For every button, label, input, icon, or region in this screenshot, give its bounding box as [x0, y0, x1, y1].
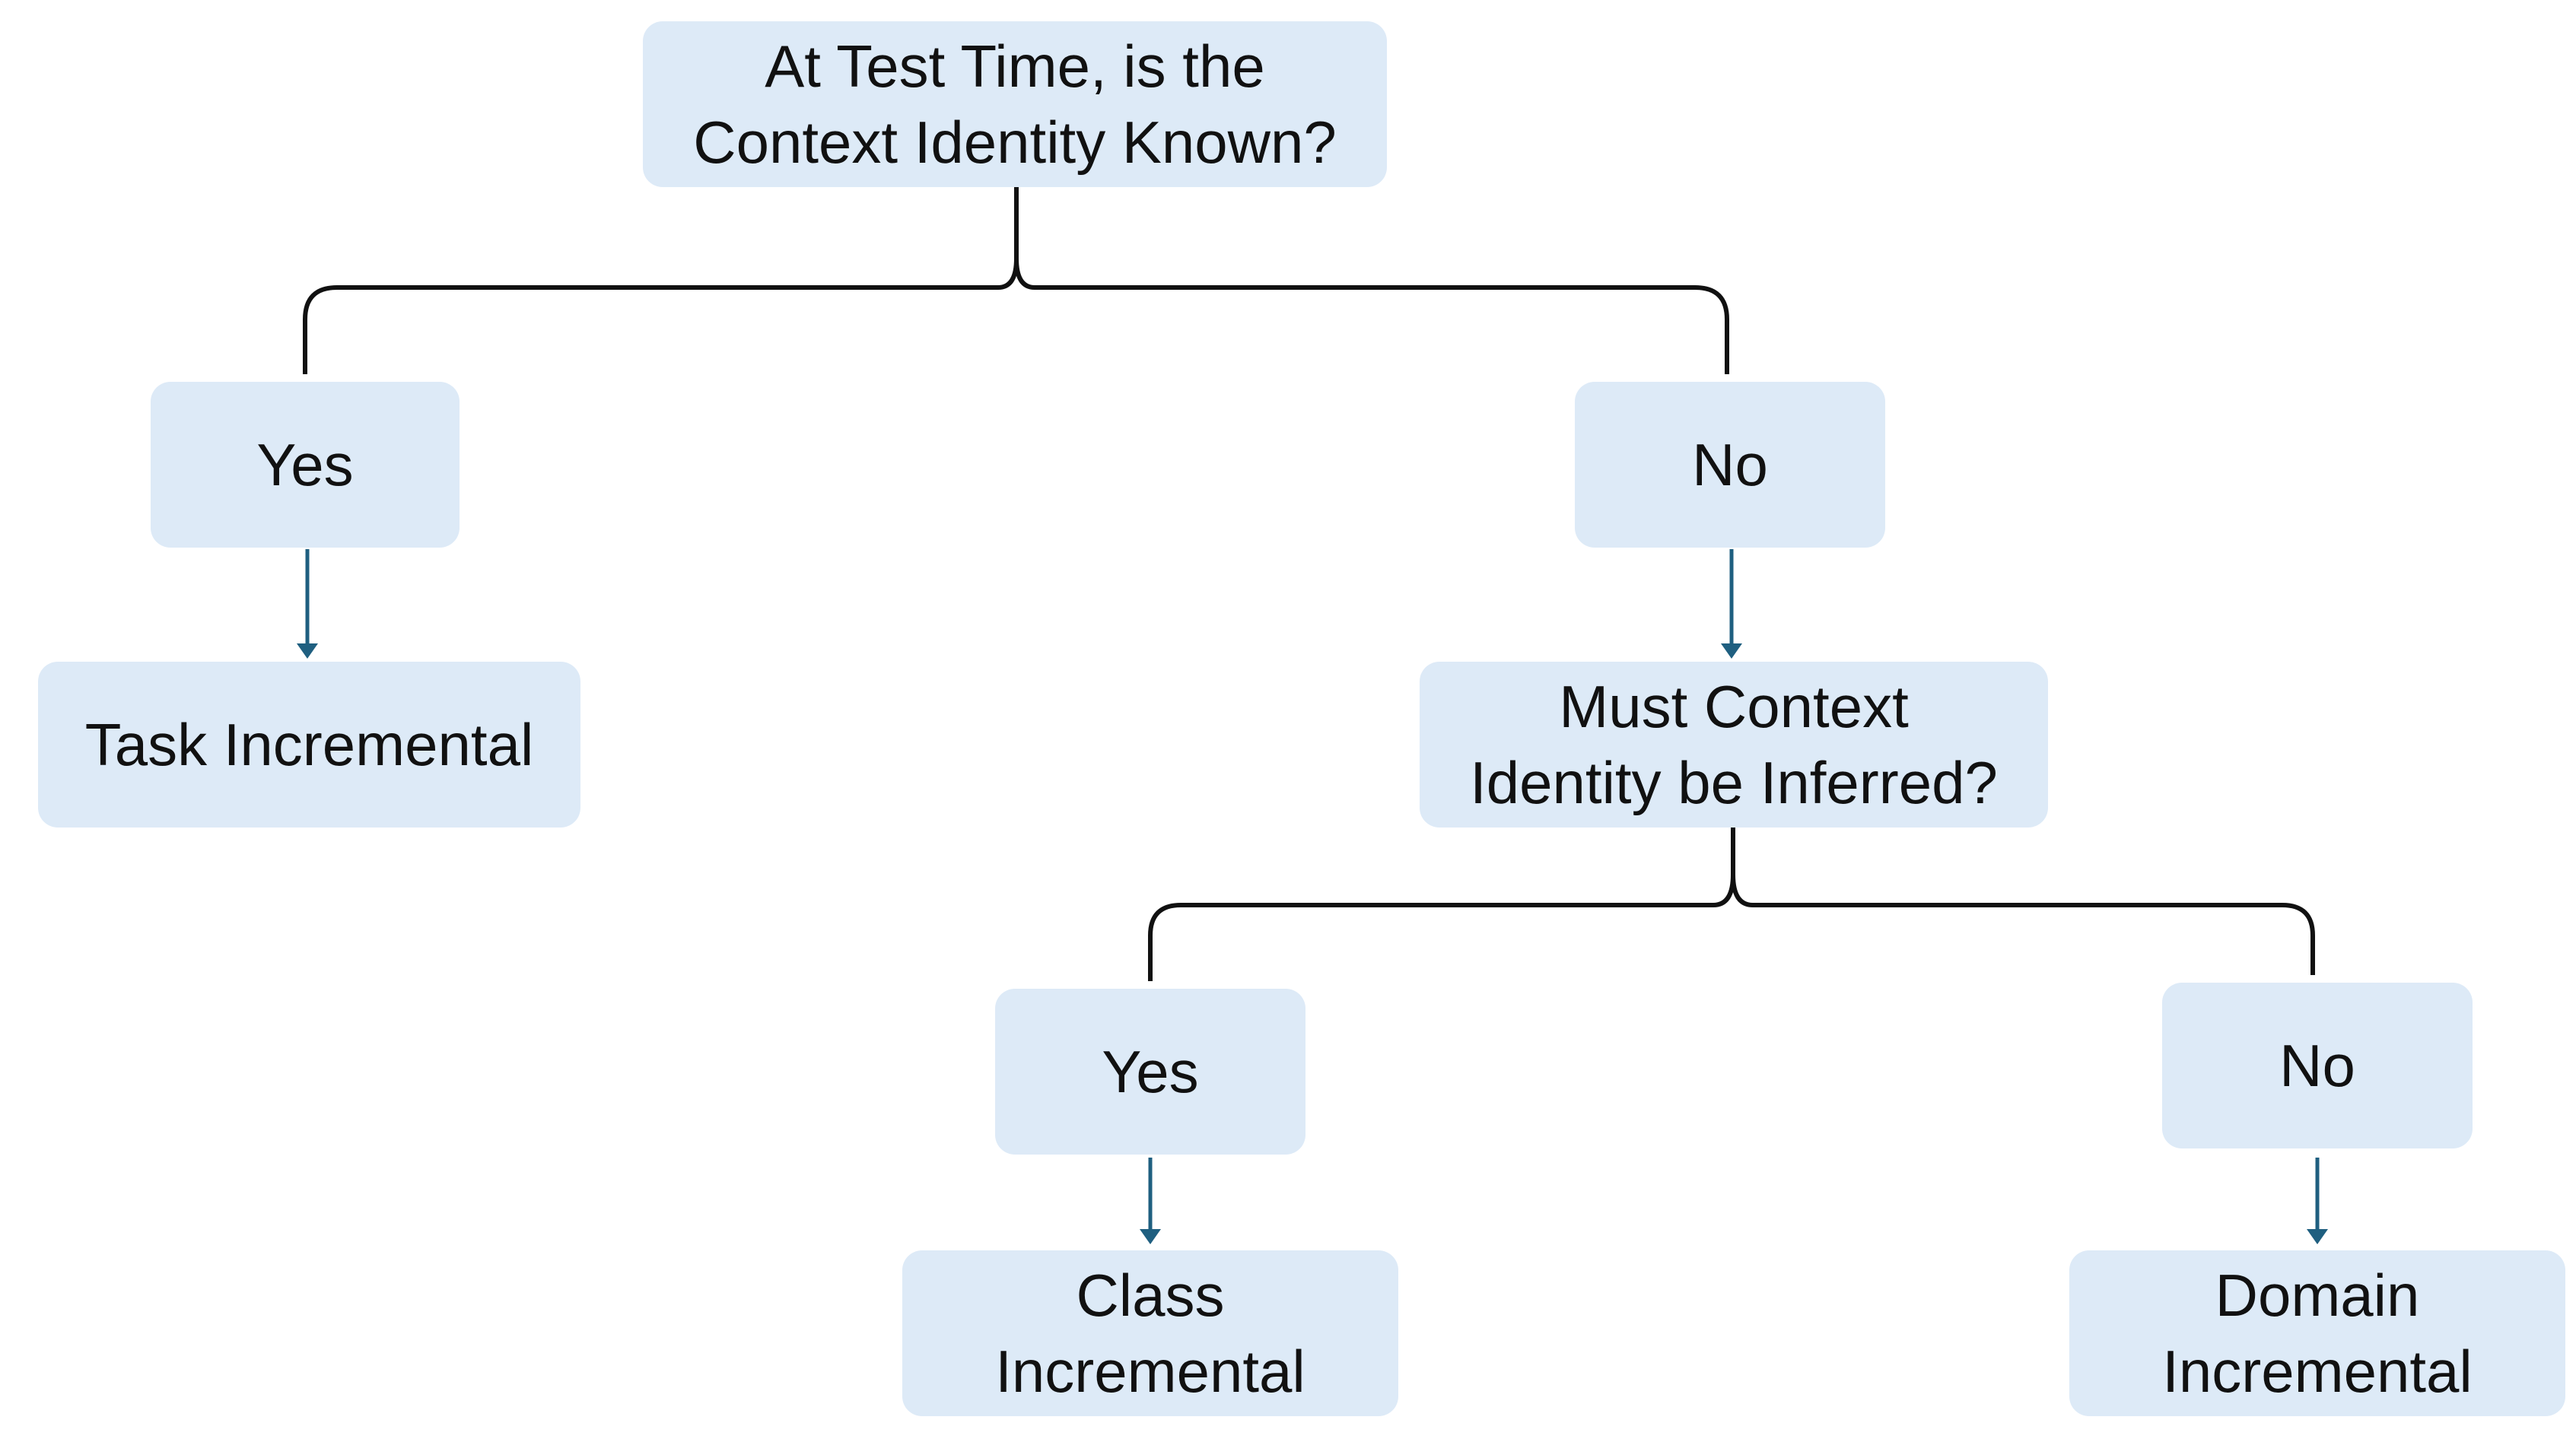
arrowhead-no-to-domain: [2307, 1229, 2328, 1244]
answer-no-inferred: No: [2162, 983, 2473, 1148]
result-class-incremental: Class Incremental: [902, 1250, 1398, 1416]
root-branch-bracket: [303, 185, 1729, 374]
question-must-infer-identity: Must Context Identity be Inferred?: [1420, 662, 2048, 828]
answer-no-known: No: [1575, 382, 1885, 548]
result-task-incremental: Task Incremental: [38, 662, 580, 828]
answer-yes-known: Yes: [151, 382, 460, 548]
must-infer-branch-bracket: [1148, 825, 2315, 981]
question-context-identity-known: At Test Time, is the Context Identity Kn…: [643, 21, 1387, 187]
arrowhead-no-to-must: [1721, 643, 1742, 659]
arrowhead-yes-to-class: [1140, 1229, 1161, 1244]
answer-yes-inferred: Yes: [995, 989, 1305, 1155]
result-domain-incremental: Domain Incremental: [2069, 1250, 2565, 1416]
arrowhead-yes-to-task: [297, 643, 318, 659]
